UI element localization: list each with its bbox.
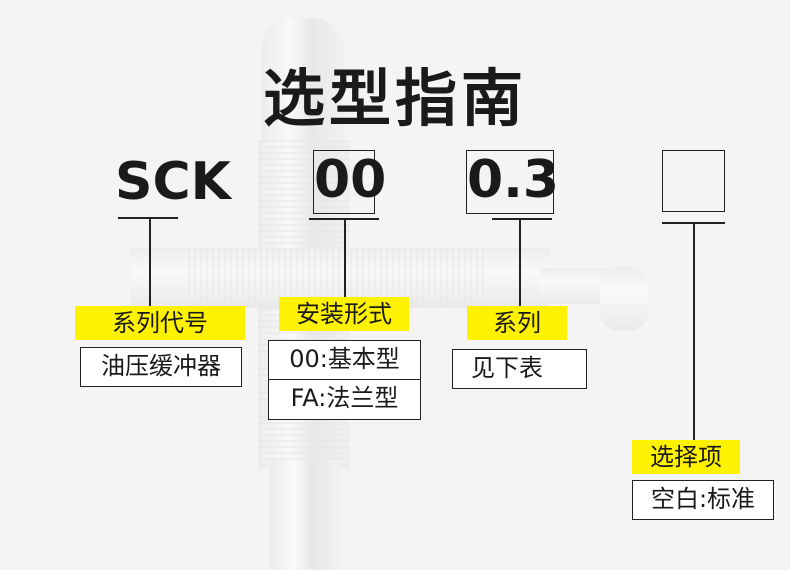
option-connector — [693, 223, 695, 440]
mounting-code-connector — [344, 219, 346, 297]
mounting-value-flange: FA:法兰型 — [268, 380, 421, 420]
series-code-connector — [149, 218, 151, 306]
series-code-underline — [118, 217, 178, 219]
series-underline — [492, 218, 552, 220]
series-code-label: 系列代号 — [75, 306, 245, 340]
series-code-text: SCK — [115, 152, 231, 212]
option-label: 选择项 — [632, 440, 740, 474]
option-value: 空白:标准 — [632, 480, 774, 520]
series-connector — [519, 219, 521, 306]
option-code-box — [662, 150, 725, 212]
page-title: 选型指南 — [262, 62, 527, 135]
series-label: 系列 — [467, 306, 567, 340]
series-value: 见下表 — [452, 349, 587, 389]
series-code-box: 0.3 — [466, 150, 559, 214]
mounting-value-basic: 00:基本型 — [268, 340, 421, 380]
mounting-code-underline — [309, 218, 379, 220]
mounting-label: 安装形式 — [279, 297, 409, 331]
series-code-value: 油压缓冲器 — [80, 347, 242, 387]
mounting-code-box: 00 — [313, 150, 386, 214]
option-underline — [662, 222, 725, 224]
